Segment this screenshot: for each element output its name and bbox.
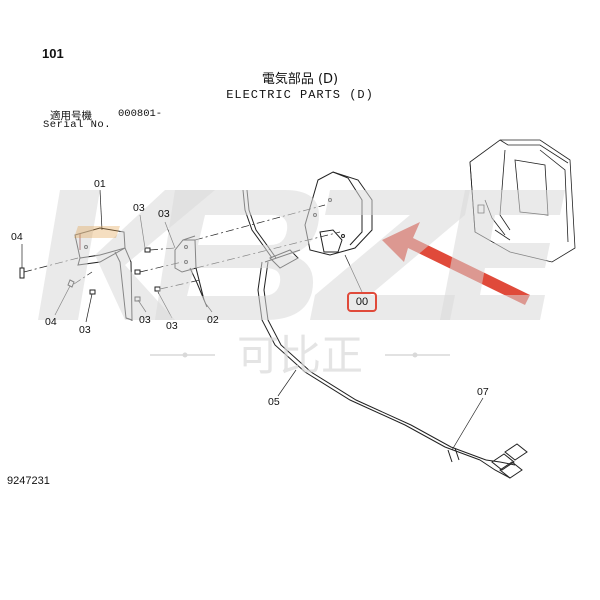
title-english: ELECTRIC PARTS (D) [226, 88, 374, 102]
callout-05: 05 [268, 396, 280, 408]
bracket-01-drawing [74, 227, 133, 321]
red-arrow [382, 222, 530, 305]
cab-sketch [469, 139, 576, 263]
harness-05-drawing [242, 189, 528, 479]
callout-01: 01 [94, 178, 106, 190]
callout-03-top-left: 03 [133, 202, 145, 214]
screws-drawing [19, 247, 161, 302]
callout-03-top-right: 03 [158, 208, 170, 220]
title-japanese: 電気部品 (D) [261, 72, 339, 87]
callout-02: 02 [207, 314, 219, 326]
callout-04-bottom: 04 [45, 316, 57, 328]
page-number: 101 [42, 46, 64, 61]
callout-03-bottom-right: 03 [166, 320, 178, 332]
callout-03-bottom-mid: 03 [139, 314, 151, 326]
callout-00-highlighted: 00 [347, 292, 377, 312]
serial-label-english: Serial No. [43, 119, 112, 131]
serial-value: 000801- [118, 108, 163, 120]
callout-07: 07 [477, 386, 489, 398]
bracket-02-drawing [174, 235, 208, 308]
cover-00-drawing [304, 171, 373, 256]
callout-04-left: 04 [11, 231, 23, 243]
serial-label-japanese: 適用号機 [50, 110, 92, 122]
drawing-number: 9247231 [7, 475, 50, 487]
callout-03-bottom-left: 03 [79, 324, 91, 336]
assembly-lines [23, 204, 341, 290]
